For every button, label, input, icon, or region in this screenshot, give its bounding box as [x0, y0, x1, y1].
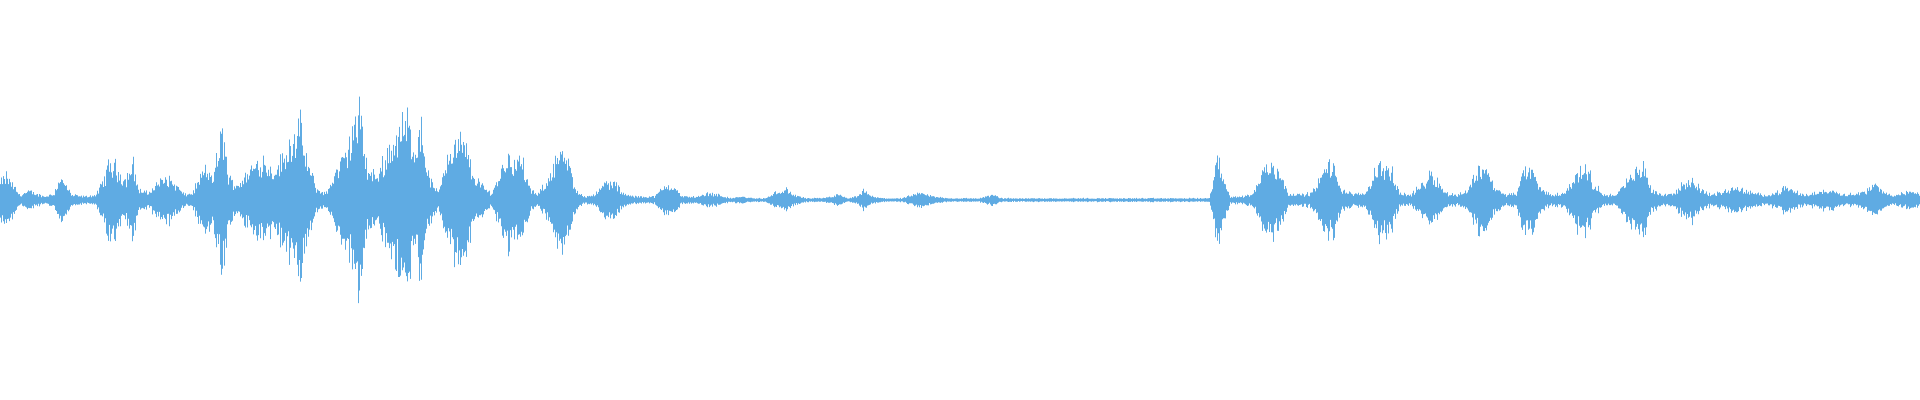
waveform-bars — [0, 96, 1920, 304]
waveform-path — [0, 96, 1920, 304]
